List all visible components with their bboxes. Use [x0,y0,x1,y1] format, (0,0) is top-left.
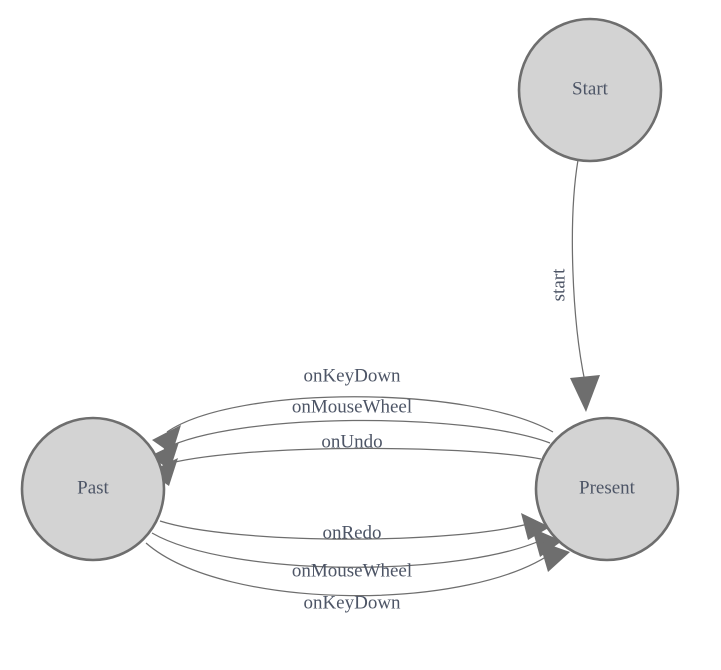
edge-present-to-past-onkeydown-label: onKeyDown [303,365,401,386]
edge-past-to-present-onkeydown-path [145,542,557,597]
node-present-label: Present [579,477,636,498]
node-past[interactable]: Past [20,416,166,562]
edge-present-to-past-onmousewheel-label: onMouseWheel [292,396,412,417]
edge-start-to-present-label: start [548,268,569,301]
edge-past-to-present-onkeydown-arrowhead [539,541,570,572]
edge-past-to-present-onredo-arrowhead [521,513,550,540]
edge-present-to-past-onundo-path [162,447,542,466]
edge-present-to-past-onundo[interactable]: onUndo [149,431,542,486]
edge-past-to-present-onredo-path [159,520,536,540]
edge-present-to-past-onkeydown-path [166,396,554,433]
edge-past-to-present-onkeydown-label: onKeyDown [303,592,401,613]
node-start-label: Start [572,78,609,99]
edge-past-to-present-onmousewheel-path [151,532,549,568]
node-present[interactable]: Present [534,416,680,562]
edge-past-to-present-onmousewheel-label: onMouseWheel [292,560,412,581]
node-past-circle [20,416,166,562]
edge-start-to-present[interactable]: start [548,159,600,412]
edge-past-to-present-onmousewheel-arrowhead [532,528,562,557]
edge-present-to-past-onundo-arrowhead [149,458,178,486]
edge-start-to-present-arrowhead [570,375,600,412]
edge-past-to-present-onmousewheel[interactable]: onMouseWheel [151,528,562,581]
edge-past-to-present-onkeydown[interactable]: onKeyDown [145,541,570,613]
edge-present-to-past-onmousewheel-path [163,419,551,450]
node-start-circle [517,17,663,163]
node-present-circle [534,416,680,562]
edge-present-to-past-onundo-label: onUndo [321,431,382,452]
edge-start-to-present-path [571,159,586,383]
node-start[interactable]: Start [517,17,663,163]
edge-past-to-present-onredo[interactable]: onRedo [159,513,550,543]
node-past-label: Past [77,477,109,498]
edge-past-to-present-onredo-label: onRedo [322,522,381,543]
